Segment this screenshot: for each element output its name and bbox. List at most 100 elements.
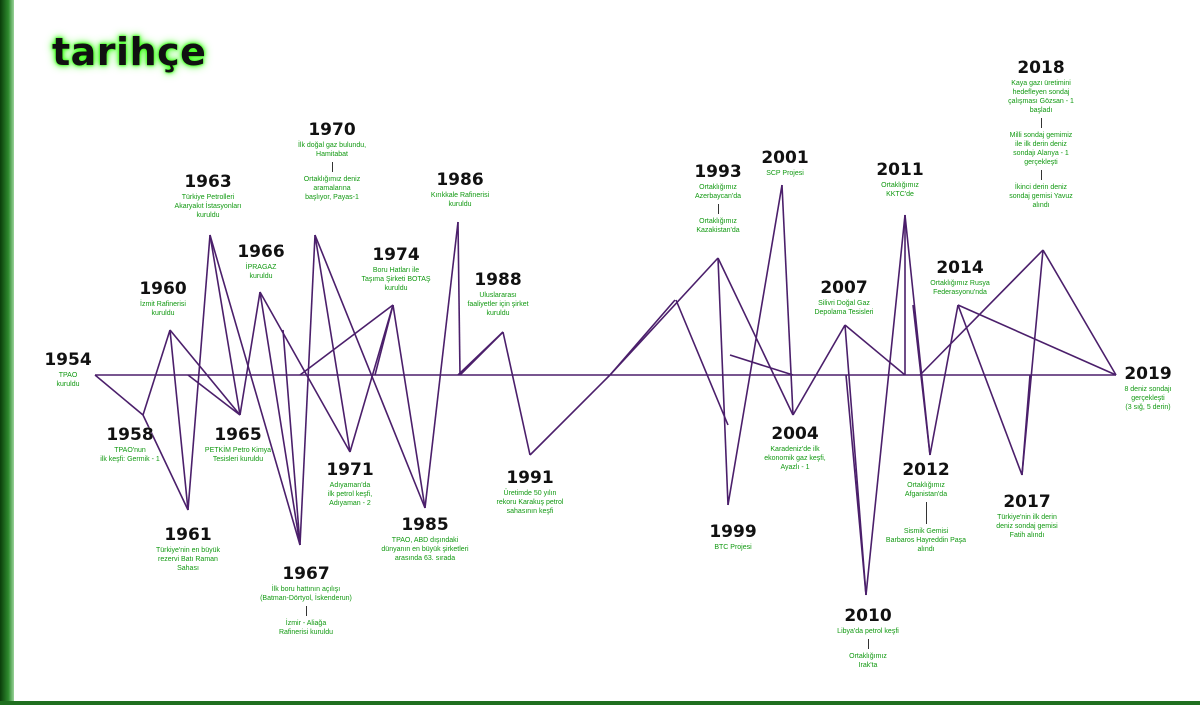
event-year: 1971 <box>326 460 374 480</box>
event-text: gerçekleşti <box>1131 395 1165 402</box>
event-text: Barbaros Hayreddin Paşa <box>885 537 967 544</box>
event-text: SCP Projesi <box>766 170 804 177</box>
event-text: Türkiye'nin en büyük <box>156 547 220 554</box>
event-1993: 1993 Ortaklığımız Azerbaycan'da Ortaklığ… <box>676 162 760 235</box>
timeline-zigzag-segment <box>349 304 394 453</box>
event-1988: 1988 Uluslararası faaliyetler için şirke… <box>450 270 546 318</box>
event-text: kuruldu <box>196 212 220 219</box>
event-2007: 2007 Silivri Doğal Gaz Depolama Tesisler… <box>802 278 886 317</box>
event-1961: 1961 Türkiye'nin en büyük rezervi Batı R… <box>140 525 236 573</box>
event-1965: 1965 PETKİM Petro Kimya Tesisleri kuruld… <box>192 425 284 464</box>
timeline-connector <box>729 354 794 376</box>
timeline-zigzag-segment <box>1042 249 1117 376</box>
timeline-connector <box>919 249 1044 376</box>
page-title: tarihçe <box>52 30 207 74</box>
event-1967: 1967 İlk boru hattının açılışı (Batman-D… <box>240 564 372 637</box>
event-separator <box>1040 170 1042 180</box>
timeline-zigzag-segment <box>314 234 351 453</box>
event-year: 1965 <box>214 425 262 445</box>
event-2001: 2001 SCP Projesi <box>752 148 818 178</box>
event-year: 2017 <box>1003 492 1051 512</box>
event-text: aramalarına <box>313 185 351 192</box>
event-text: PETKİM Petro Kimya <box>204 447 272 454</box>
event-text: 8 deniz sondajı <box>1124 386 1172 393</box>
timeline-connector <box>845 374 867 596</box>
event-year: 1960 <box>139 279 187 299</box>
event-text: ilk petrol keşfi, <box>327 491 373 498</box>
event-year: 2018 <box>1017 58 1065 78</box>
event-1966: 1966 İPRAGAZ kuruldu <box>226 242 296 281</box>
event-text: Irak'ta <box>858 662 878 669</box>
event-text: (Batman-Dörtyol, İskenderun) <box>260 595 352 602</box>
timeline-connector <box>374 304 394 376</box>
event-text: Milli sondaj gemimiz <box>1009 132 1073 139</box>
event-text: Rafinerisi kuruldu <box>278 629 334 636</box>
event-text: Ortaklığımız <box>699 184 737 191</box>
event-text: İlk boru hattının açılışı <box>271 586 341 593</box>
event-text: Kırıkkale Rafinerisi <box>430 192 490 199</box>
event-text: faaliyetler için şirket <box>467 301 529 308</box>
event-text: alındı <box>1032 202 1050 209</box>
event-year: 2012 <box>902 460 950 480</box>
event-text: kuruldu <box>448 201 472 208</box>
event-text: başladı <box>1029 107 1053 114</box>
event-text: BTC Projesi <box>714 544 752 551</box>
event-text: Silivri Doğal Gaz <box>818 300 870 307</box>
timeline-connector <box>282 329 301 546</box>
event-text: Ortaklığımız <box>699 218 737 225</box>
event-text: İzmit Rafinerisi <box>140 301 186 308</box>
timeline-zigzag-segment <box>239 291 261 416</box>
event-text: ilk keşfi: Germik - 1 <box>100 456 160 463</box>
event-2004: 2004 Karadeniz'de ilk ekonomik gaz keşfi… <box>750 424 840 472</box>
event-year: 2004 <box>771 424 819 444</box>
event-text: Kazakistan'da <box>696 227 740 234</box>
timeline-zigzag-segment <box>457 221 461 376</box>
event-text: Ayazlı - 1 <box>780 464 810 471</box>
event-text: dünyanın en büyük şirketleri <box>381 546 469 553</box>
timeline-connector <box>187 374 241 416</box>
event-1985: 1985 TPAO, ABD dışındaki dünyanın en büy… <box>366 515 484 563</box>
event-text: arasında 63. sırada <box>394 555 456 562</box>
event-year: 1967 <box>282 564 330 584</box>
event-text: Karadeniz'de ilk <box>770 446 820 453</box>
timeline-zigzag-segment <box>929 304 959 456</box>
event-year: 2010 <box>844 606 892 626</box>
event-year: 1974 <box>372 245 420 265</box>
event-2012: 2012 Ortaklığımız Afganistan'da Sismik G… <box>872 460 980 554</box>
event-year: 1985 <box>401 515 449 535</box>
timeline-zigzag-segment <box>94 374 144 416</box>
event-text: Ortaklığımız <box>907 482 945 489</box>
event-text: kuruldu <box>56 381 80 388</box>
event-text: Sahası <box>177 565 199 572</box>
timeline-zigzag-segment <box>142 329 171 416</box>
event-text: Azerbaycan'da <box>694 193 742 200</box>
event-text: TPAO'nun <box>114 447 146 454</box>
timeline-zigzag-segment <box>792 324 846 416</box>
timeline-connector <box>675 299 729 426</box>
timeline-zigzag-segment <box>299 234 316 546</box>
event-year: 1958 <box>106 425 154 445</box>
event-text: (3 sığ, 5 derin) <box>1125 404 1171 411</box>
event-1963: 1963 Türkiye Petrolleri Akaryakıt İstasy… <box>162 172 254 220</box>
timeline-zigzag-segment <box>529 374 611 456</box>
event-text: TPAO <box>58 372 78 379</box>
event-1954: 1954 TPAO kuruldu <box>38 350 98 389</box>
event-text: Federasyonu'nda <box>933 289 987 296</box>
event-text: Türkiye Petrolleri <box>181 194 235 201</box>
event-year: 1999 <box>709 522 757 542</box>
event-text: gerçekleşti <box>1024 159 1058 166</box>
event-text: Uluslararası <box>479 292 517 299</box>
event-text: kuruldu <box>249 273 273 280</box>
timeline-zigzag-segment <box>727 184 783 506</box>
event-separator <box>925 502 927 524</box>
event-2018: 2018 Kaya gazı üretimini hedefleyen sond… <box>998 58 1084 210</box>
event-text: Adıyaman - 2 <box>329 500 371 507</box>
event-text: başlıyor, Payas-1 <box>305 194 359 201</box>
timeline-zigzag-segment <box>781 184 794 416</box>
event-year: 1961 <box>164 525 212 545</box>
timeline-connector <box>299 304 394 376</box>
timeline-zigzag-segment <box>209 234 241 416</box>
event-text: Sismik Gemisi <box>903 528 949 535</box>
event-1958: 1958 TPAO'nun ilk keşfi: Germik - 1 <box>88 425 172 464</box>
